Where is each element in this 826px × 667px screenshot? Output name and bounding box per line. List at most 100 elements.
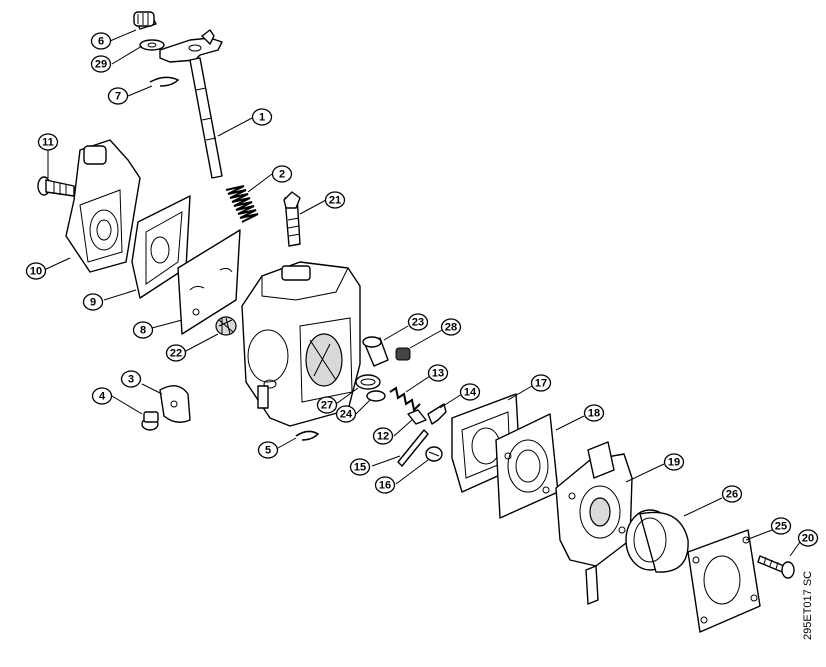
callout-bubble <box>107 87 129 105</box>
callout-29: 29 <box>90 55 112 73</box>
callout-number: 23 <box>412 317 424 329</box>
callout-number: 8 <box>140 325 146 337</box>
part-29-washer <box>139 39 165 51</box>
callout-number: 15 <box>354 462 366 474</box>
callout-23: 23 <box>407 313 429 331</box>
callout-1: 1 <box>251 108 273 126</box>
leader-lines <box>43 29 801 557</box>
part-5-circlip <box>295 430 320 441</box>
part-2-spring <box>225 185 259 223</box>
callout-bubble <box>335 405 357 423</box>
callout-bubble <box>90 55 112 73</box>
callout-number: 4 <box>99 391 106 403</box>
callout-bubble <box>770 517 792 535</box>
callout-13: 13 <box>427 364 449 382</box>
callout-16: 16 <box>374 476 396 494</box>
callout-bubble <box>459 383 481 401</box>
callout-9: 9 <box>82 293 104 311</box>
callout-21: 21 <box>324 191 346 209</box>
callout-bubble <box>440 318 462 336</box>
callout-bubble <box>324 191 346 209</box>
callout-2: 2 <box>271 165 293 183</box>
callout-layer: 1234567891011121314151617181920212223242… <box>25 32 819 547</box>
part-21-adjusting-screw <box>283 191 301 247</box>
drawing-code-label: 295ET017 SC <box>802 570 814 640</box>
callout-bubble <box>90 32 112 50</box>
callout-number: 18 <box>588 408 600 420</box>
part-6-screw-cap <box>133 11 157 30</box>
callout-3: 3 <box>120 370 142 388</box>
callout-number: 19 <box>668 457 680 469</box>
callout-bubble <box>257 441 279 459</box>
callout-bubble <box>427 364 449 382</box>
callout-20: 20 <box>797 529 819 547</box>
callout-10: 10 <box>25 262 47 280</box>
part-26-primer-bulb <box>625 509 689 573</box>
part-11-screw <box>37 176 75 197</box>
callout-bubble <box>91 387 113 405</box>
callout-19: 19 <box>663 453 685 471</box>
part-23-sleeve <box>362 336 389 367</box>
callout-25: 25 <box>770 517 792 535</box>
callout-number: 2 <box>279 169 285 181</box>
part-27-gasket-ring <box>355 374 381 390</box>
callout-bubble <box>120 370 142 388</box>
callout-bubble <box>663 453 685 471</box>
callout-15: 15 <box>349 458 371 476</box>
callout-7: 7 <box>107 87 129 105</box>
callout-number: 17 <box>535 378 547 390</box>
throttle-lever <box>159 29 223 63</box>
callout-number: 1 <box>259 112 265 124</box>
callout-bubble <box>530 374 552 392</box>
part-13-spring <box>389 386 421 413</box>
callout-number: 5 <box>265 445 271 457</box>
callout-bubble <box>132 321 154 339</box>
part-25-flange <box>687 529 761 633</box>
callout-4: 4 <box>91 387 113 405</box>
callout-number: 24 <box>340 409 353 421</box>
callout-number: 21 <box>329 195 341 207</box>
part-12-needle <box>407 409 427 425</box>
callout-bubble <box>374 476 396 494</box>
callout-bubble <box>316 396 338 414</box>
callout-24: 24 <box>335 405 357 423</box>
callout-number: 7 <box>115 91 121 103</box>
callout-22: 22 <box>165 344 187 362</box>
part-3-plate <box>159 385 191 423</box>
callout-bubble <box>25 262 47 280</box>
callout-17: 17 <box>530 374 552 392</box>
part-7-circlip <box>149 76 180 87</box>
part-9-gasket <box>131 195 191 299</box>
callout-number: 10 <box>30 266 42 278</box>
callout-27: 27 <box>316 396 338 414</box>
callout-number: 22 <box>170 348 182 360</box>
callout-number: 29 <box>95 59 107 71</box>
callout-26: 26 <box>721 485 743 503</box>
callout-11: 11 <box>37 133 59 151</box>
callout-bubble <box>37 133 59 151</box>
callout-14: 14 <box>459 383 481 401</box>
callout-bubble <box>271 165 293 183</box>
callout-bubble <box>407 313 429 331</box>
callout-bubble <box>583 404 605 422</box>
callout-6: 6 <box>90 32 112 50</box>
callout-5: 5 <box>257 441 279 459</box>
callout-number: 20 <box>802 533 814 545</box>
callout-bubble <box>797 529 819 547</box>
callout-number: 27 <box>321 400 333 412</box>
callout-18: 18 <box>583 404 605 422</box>
callout-number: 11 <box>42 137 54 149</box>
part-20-screw <box>757 555 795 579</box>
callout-number: 26 <box>726 489 738 501</box>
callout-12: 12 <box>372 427 394 445</box>
callout-number: 16 <box>379 480 391 492</box>
carburetor-body <box>241 261 361 427</box>
callout-number: 13 <box>432 368 444 380</box>
callout-number: 3 <box>128 374 134 386</box>
part-24-seal <box>366 390 386 402</box>
part-10-cover <box>65 139 141 273</box>
callout-number: 14 <box>464 387 477 399</box>
part-4-screw <box>141 411 159 431</box>
